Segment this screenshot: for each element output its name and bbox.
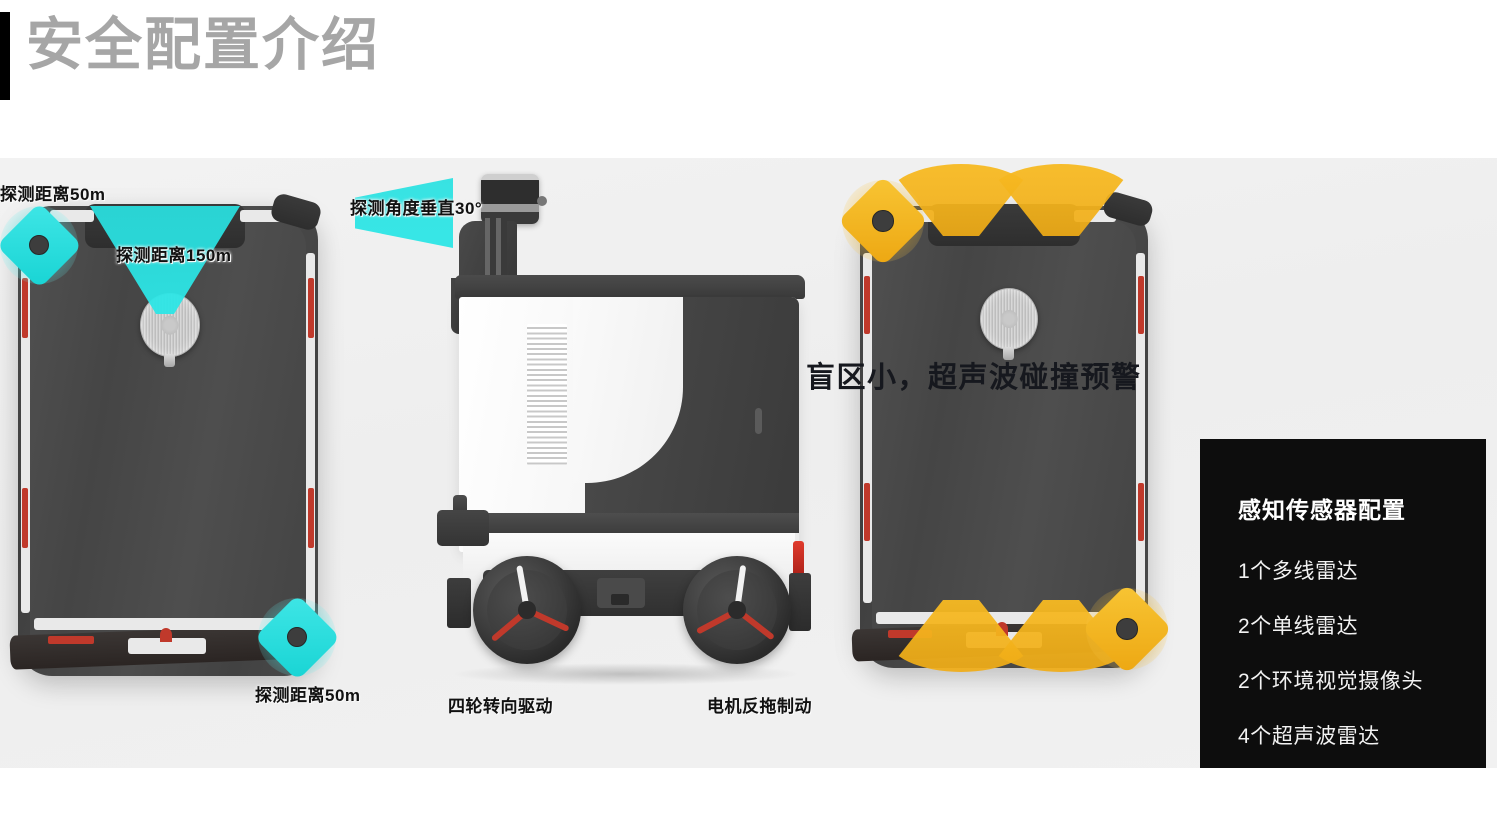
sensor-dot [286, 626, 308, 648]
roof-panel [455, 275, 805, 299]
label-vertical-angle: 探测角度垂直30° [350, 199, 483, 218]
wheel-front [473, 556, 581, 664]
front-step [447, 578, 471, 628]
stripe-right-front [308, 278, 314, 338]
stripe-left-front [864, 276, 870, 334]
front-light-left [50, 210, 94, 222]
lidar-knob [537, 196, 547, 206]
rear-red-reflector [888, 630, 932, 638]
left-figure-topdown-lidar: 探测距离50m 探测距离150m 探测距离50m [0, 158, 360, 718]
corner-lidar-front-left [0, 201, 83, 289]
wheel-rear [683, 556, 791, 664]
panel-item-ultrasonic-radar: 4个超声波雷达 [1238, 725, 1380, 748]
sensor-dot [872, 210, 894, 232]
label-motor-brake: 电机反拖制动 [707, 697, 812, 716]
vent-slats [527, 324, 567, 465]
stripe-left-rear [864, 483, 870, 541]
rear-center-marker [160, 628, 172, 642]
ground-shadow [450, 663, 800, 685]
rear-plate [128, 638, 206, 654]
chassis-module [597, 578, 645, 608]
stripe-left-rear [22, 488, 28, 548]
wheel-hub [728, 601, 746, 619]
rail-left [863, 253, 872, 603]
tail-light [793, 541, 804, 579]
stripe-right-rear [1138, 483, 1144, 541]
title-accent-bar [0, 12, 10, 100]
panel-item-vision-camera: 2个环境视觉摄像头 [1238, 670, 1424, 693]
stripe-right-front [1138, 276, 1144, 334]
label-corner-rear-50m: 探测距离50m [255, 686, 361, 705]
wheel-hub [518, 601, 536, 619]
label-main-lidar-150m: 探测距离150m [116, 246, 232, 265]
rail-right [1136, 253, 1145, 603]
roof-lidar-unit [481, 174, 539, 224]
panel-item-multiline-lidar: 1个多线雷达 [1238, 560, 1359, 583]
middle-figure-sideview: 探测角度垂直30° 四轮转向驱动 电机反拖制动 [350, 158, 845, 728]
right-figure-topdown-ultrasonic [837, 158, 1183, 718]
robot-body-inner [872, 220, 1136, 650]
sensor-config-panel: 感知传感器配置 1个多线雷达 2个单线雷达 2个环境视觉摄像头 4个超声波雷达 [1200, 439, 1486, 768]
front-sensor-housing [437, 510, 489, 546]
page-title: 安全配置介绍 [26, 13, 380, 77]
stripe-right-rear [308, 488, 314, 548]
panel-item-singleline-lidar: 2个单线雷达 [1238, 615, 1359, 638]
panel-title: 感知传感器配置 [1238, 497, 1406, 523]
lidar-stem [164, 354, 175, 367]
label-corner-front-50m: 探测距离50m [0, 185, 106, 204]
ultrasonic-section-heading: 盲区小，超声波碰撞预警 [806, 362, 1142, 394]
rail-right [306, 253, 315, 613]
mast-rods [485, 218, 507, 293]
rear-red-reflector [48, 636, 94, 644]
beltline-trim [459, 513, 799, 533]
stripe-left-front [22, 278, 28, 338]
content-band: 探测距离50m 探测距离150m 探测距离50m [0, 158, 1497, 768]
sensor-dot [1116, 618, 1138, 640]
rail-left [21, 253, 30, 613]
corner-ultrasonic-rear-right [1081, 583, 1173, 675]
main-lidar-sensor [980, 288, 1038, 350]
label-four-wheel-drive: 四轮转向驱动 [448, 697, 553, 716]
lidar-stem [1003, 347, 1014, 360]
corner-lidar-rear-right [253, 593, 341, 681]
rear-step [789, 573, 811, 631]
cargo-door-handle [755, 408, 762, 434]
front-sensor-stalk [453, 495, 467, 513]
sensor-dot [28, 234, 50, 256]
rear-light-bar [34, 618, 294, 630]
corner-ultrasonic-front-left [837, 175, 929, 267]
